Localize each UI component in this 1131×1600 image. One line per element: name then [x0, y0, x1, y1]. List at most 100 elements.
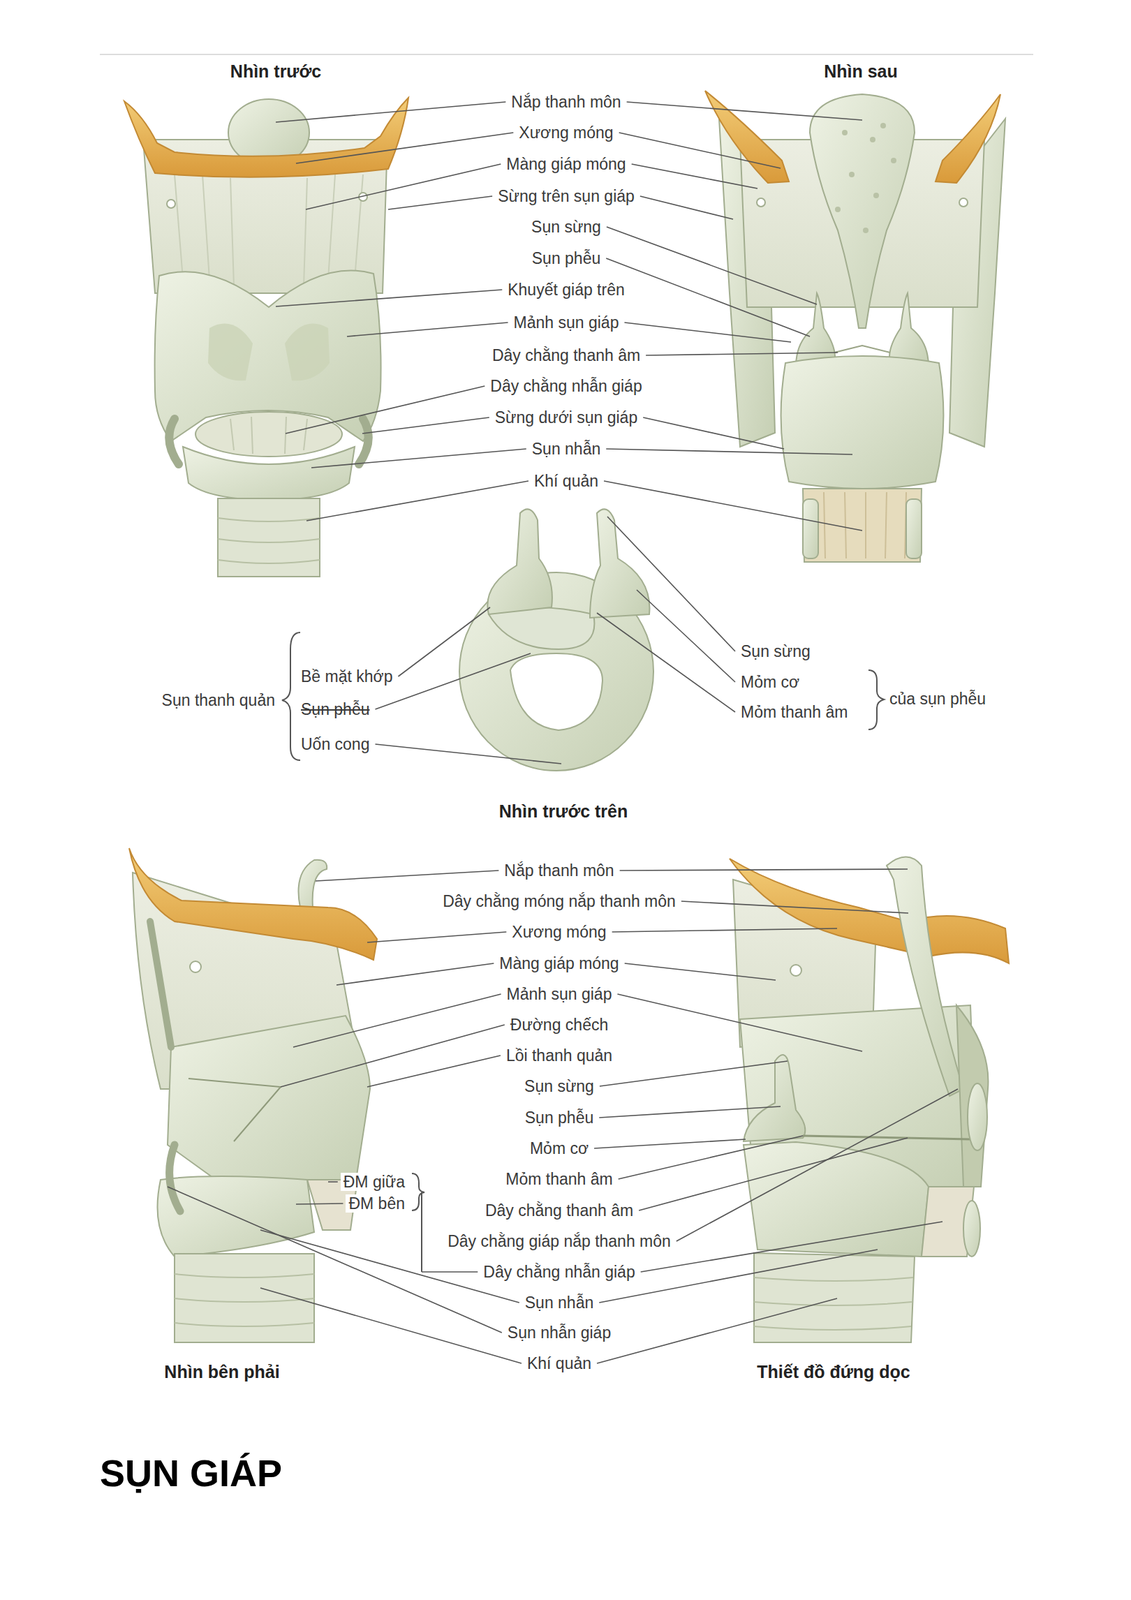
page-title: SỤN GIÁP	[99, 1451, 283, 1495]
leader-line	[296, 1203, 343, 1205]
leader-line	[167, 1186, 502, 1333]
leader-line	[599, 1061, 788, 1087]
leader-line	[367, 1055, 501, 1088]
leader-line	[640, 1221, 943, 1273]
leader-line	[640, 196, 734, 220]
leader-line	[603, 481, 863, 531]
leader-line	[624, 963, 776, 981]
part-label: Mỏm thanh âm	[737, 703, 851, 722]
leader-line	[681, 901, 909, 914]
part-label: của sụn phễu	[886, 689, 989, 708]
part-label: Mỏm cơ	[737, 673, 803, 692]
leader-line	[374, 744, 562, 764]
part-label: Dây chằng nhẫn giáp	[487, 377, 645, 396]
part-label: Sụn phễu	[298, 700, 373, 719]
leader-line	[596, 612, 736, 713]
leader-line	[280, 1024, 505, 1088]
brace	[411, 1173, 425, 1211]
leader-line	[638, 1137, 908, 1211]
part-label: Mỏm thanh âm	[502, 1170, 616, 1189]
leader-line	[275, 289, 502, 307]
view-title: Nhìn bên phải	[161, 1362, 283, 1383]
part-label: Sụn phễu	[522, 1108, 597, 1127]
brace	[868, 670, 884, 730]
leader-line	[636, 589, 736, 683]
leader-line	[642, 417, 785, 449]
leader-line	[421, 1271, 478, 1273]
part-label: Xương móng	[508, 922, 609, 942]
leader-line	[612, 928, 838, 933]
leader-line	[328, 1181, 338, 1183]
view-title: Thiết đồ đứng dọc	[754, 1362, 913, 1383]
top-view	[459, 508, 654, 771]
leader-line	[367, 932, 507, 943]
leader-line	[645, 352, 838, 356]
front-view	[124, 97, 409, 577]
leader-line	[275, 101, 506, 123]
leader-line	[631, 164, 758, 189]
part-label: Bề mặt khớp	[298, 667, 396, 686]
leader-line	[605, 448, 853, 455]
part-label: Sụn sừng	[737, 642, 814, 661]
leader-line	[397, 607, 491, 677]
part-label: Nắp thanh môn	[508, 92, 624, 112]
leader-line	[420, 1192, 423, 1273]
leader-line	[374, 653, 531, 710]
leader-line	[619, 132, 781, 169]
part-label: Màng giáp móng	[503, 154, 629, 174]
part-label: Sụn thanh quản	[159, 691, 278, 710]
part-label: Sụn nhẫn giáp	[504, 1323, 614, 1342]
part-label: Xương móng	[515, 123, 616, 142]
leader-line	[596, 1298, 838, 1364]
part-label: Sừng trên sụn giáp	[494, 187, 638, 206]
part-label: Màng giáp móng	[496, 954, 622, 973]
part-label: Nắp thanh môn	[501, 861, 617, 880]
leader-line	[676, 1089, 958, 1242]
leader-line	[346, 322, 509, 337]
leader-line	[260, 1288, 522, 1364]
leader-line	[305, 164, 501, 210]
leader-line	[306, 481, 529, 521]
part-label: Khuyết giáp trên	[504, 280, 628, 299]
part-label: Mảnh sụn giáp	[511, 313, 623, 332]
part-label: Sụn sừng	[521, 1077, 597, 1096]
side-view	[129, 848, 377, 1343]
part-label: Sụn sừng	[528, 217, 604, 236]
part-label: Sụn nhẫn	[529, 439, 604, 458]
part-label: Mỏm cơ	[527, 1139, 592, 1158]
leader-line	[618, 1135, 803, 1180]
leader-line	[605, 258, 810, 337]
leader-line	[617, 994, 863, 1052]
leader-line	[311, 448, 527, 468]
part-label: Dây chằng nhẫn giáp	[480, 1262, 638, 1282]
leader-line	[293, 994, 502, 1048]
leader-line	[626, 101, 863, 121]
part-label: Đường chếch	[507, 1015, 611, 1034]
leader-line	[599, 1249, 878, 1303]
part-label: Lồi thanh quản	[503, 1046, 616, 1065]
leader-line	[315, 870, 499, 882]
leader-line	[285, 386, 485, 434]
part-label: Khí quản	[531, 471, 602, 491]
part-label: ĐM giữa	[340, 1172, 408, 1192]
part-label: Dây chằng thanh âm	[482, 1201, 637, 1220]
part-label: Dây chằng giáp nắp thanh môn	[444, 1232, 674, 1251]
leader-line	[336, 963, 494, 986]
leader-line	[594, 1139, 746, 1149]
leader-line	[619, 869, 908, 871]
part-label: ĐM bên	[345, 1194, 408, 1213]
leader-line	[624, 322, 792, 343]
part-label: Mảnh sụn giáp	[504, 985, 616, 1004]
view-title: Nhìn trước trên	[496, 801, 632, 822]
leader-line	[296, 132, 514, 164]
part-label: Khí quản	[524, 1354, 595, 1373]
leader-line	[388, 196, 493, 210]
leader-line	[599, 1106, 781, 1118]
part-label: Sừng dưới sụn giáp	[492, 408, 641, 427]
view-title: Nhìn trước	[227, 61, 324, 82]
part-label: Sụn phễu	[529, 249, 604, 268]
part-label: Uốn cong	[298, 735, 373, 754]
view-title: Nhìn sau	[821, 61, 901, 82]
leader-line	[362, 417, 490, 434]
part-label: Dây chằng thanh âm	[489, 346, 643, 365]
